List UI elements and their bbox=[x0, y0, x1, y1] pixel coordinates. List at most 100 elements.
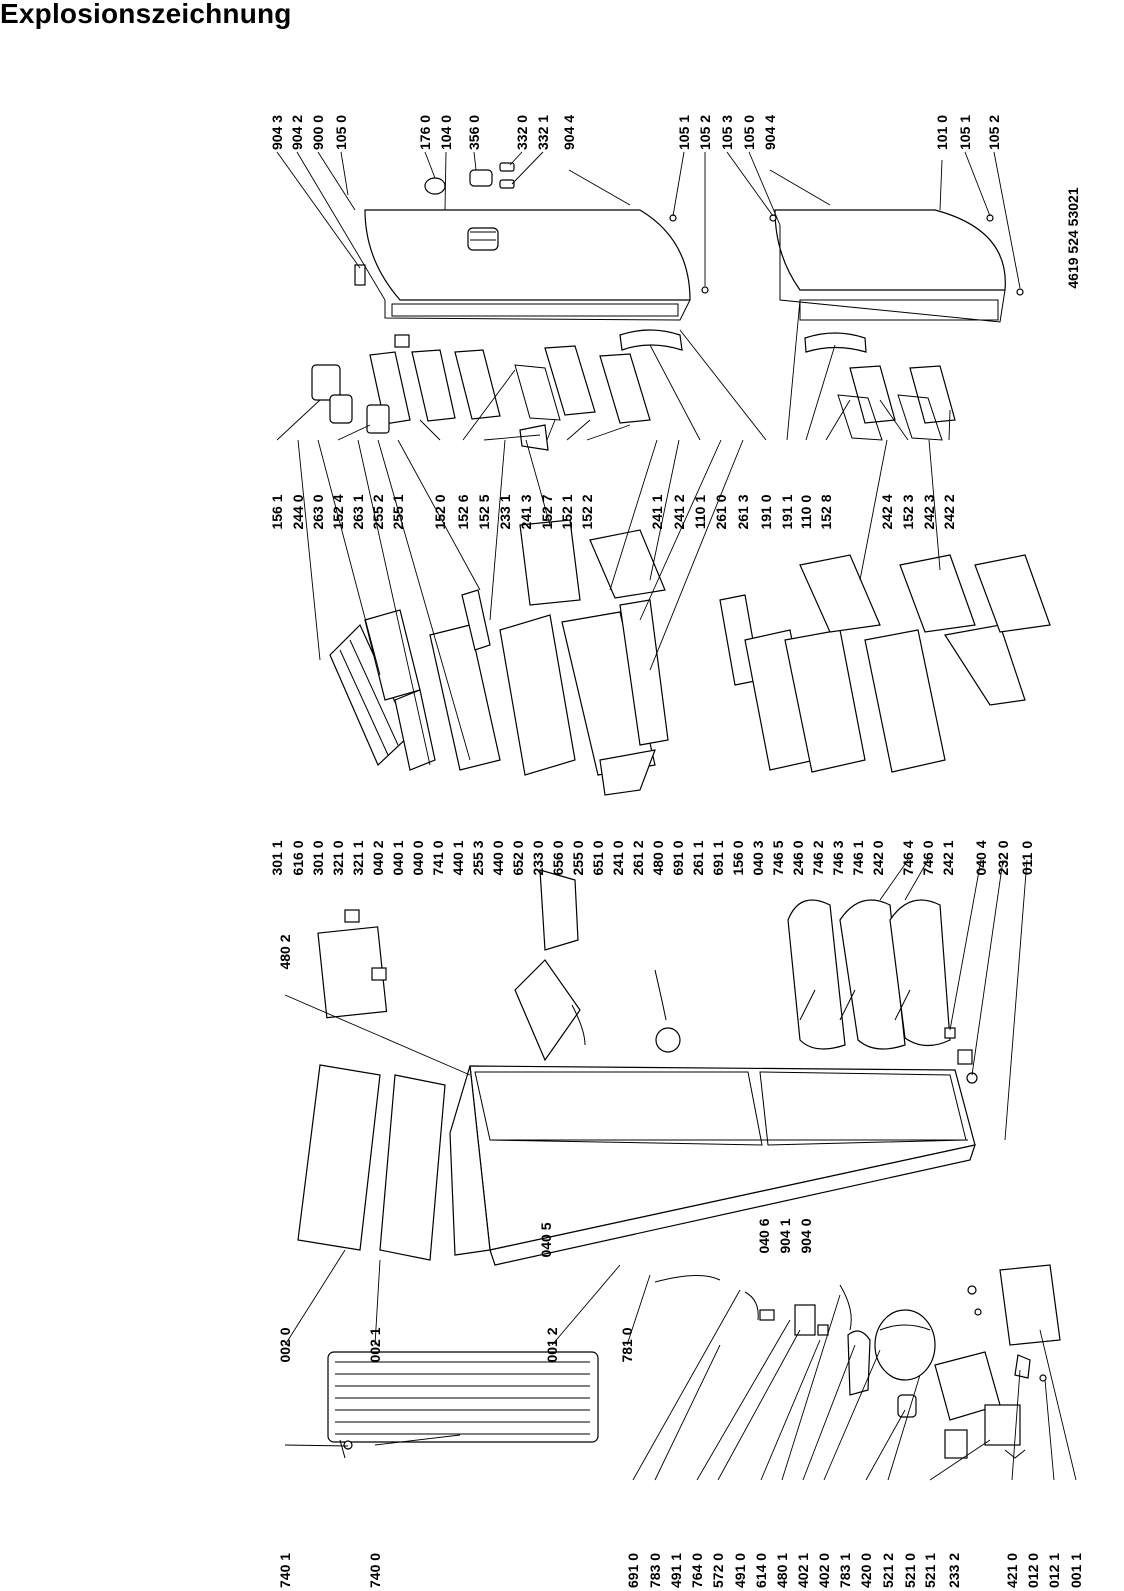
part-label: 110 0 bbox=[798, 495, 814, 529]
part-label: 402 1 bbox=[795, 1553, 811, 1588]
part-label: 255 0 bbox=[570, 840, 586, 875]
part-label: 156 1 bbox=[269, 494, 285, 529]
part-label: 656 0 bbox=[550, 840, 566, 875]
part-label: 242 0 bbox=[870, 840, 886, 875]
part-label: 040 2 bbox=[370, 840, 386, 875]
part-label: 261 1 bbox=[690, 840, 706, 875]
part-label: 491 0 bbox=[732, 1553, 748, 1588]
part-label: 152 8 bbox=[818, 494, 834, 529]
cabinet-top-covers bbox=[297, 1064, 446, 1261]
part-label: 242 3 bbox=[921, 494, 937, 529]
part-label: 904 2 bbox=[289, 115, 305, 150]
part-label: 741 0 bbox=[430, 840, 446, 875]
part-label: 420 0 bbox=[858, 1553, 874, 1588]
part-label: 040 0 bbox=[410, 840, 426, 875]
part-label: 152 6 bbox=[455, 494, 471, 529]
part-label: 904 0 bbox=[798, 1218, 814, 1253]
part-label: 105 1 bbox=[957, 115, 973, 150]
part-label: 241 1 bbox=[649, 494, 665, 529]
part-label: 001 2 bbox=[544, 1327, 560, 1362]
part-label: 904 4 bbox=[561, 115, 577, 150]
part-label: 263 0 bbox=[310, 494, 326, 529]
part-label: 904 4 bbox=[762, 115, 778, 150]
part-label: 246 0 bbox=[790, 840, 806, 875]
freezer-drawers bbox=[719, 554, 1051, 773]
part-label: 332 0 bbox=[514, 115, 530, 150]
part-label: 746 3 bbox=[830, 840, 846, 875]
part-label: 614 0 bbox=[753, 1553, 769, 1588]
part-label: 233 1 bbox=[497, 494, 513, 529]
part-label: 440 0 bbox=[490, 840, 506, 875]
part-label: 746 2 bbox=[810, 840, 826, 875]
part-label: 301 1 bbox=[269, 840, 285, 875]
part-label: 356 0 bbox=[466, 115, 482, 150]
part-label: 255 2 bbox=[370, 494, 386, 529]
part-label: 040 5 bbox=[538, 1222, 554, 1257]
part-label: 152 4 bbox=[330, 494, 346, 529]
condenser bbox=[327, 1351, 599, 1459]
fridge-shelves bbox=[329, 519, 669, 796]
evaporator-components bbox=[317, 869, 978, 1084]
part-label: 233 2 bbox=[946, 1553, 962, 1588]
part-label: 740 0 bbox=[367, 1553, 383, 1588]
part-label: 783 1 bbox=[837, 1553, 853, 1588]
part-label: 301 0 bbox=[310, 840, 326, 875]
part-label: 440 1 bbox=[450, 840, 466, 875]
part-label: 746 5 bbox=[770, 840, 786, 875]
part-label: 255 3 bbox=[470, 840, 486, 875]
part-label: 152 0 bbox=[432, 494, 448, 529]
door-bins bbox=[369, 329, 956, 451]
part-label: 781 0 bbox=[619, 1327, 635, 1362]
part-label: 040 6 bbox=[756, 1218, 772, 1253]
part-label: 040 4 bbox=[973, 840, 989, 875]
part-label: 152 1 bbox=[559, 494, 575, 529]
part-label: 156 0 bbox=[730, 840, 746, 875]
part-label: 740 1 bbox=[277, 1553, 293, 1588]
leader-lines bbox=[276, 151, 1077, 1481]
part-label: 491 1 bbox=[668, 1553, 684, 1588]
part-label: 691 0 bbox=[625, 1553, 641, 1588]
part-label: 152 3 bbox=[900, 494, 916, 529]
part-label: 616 0 bbox=[290, 840, 306, 875]
cabinet bbox=[449, 1065, 976, 1266]
part-label: 241 0 bbox=[610, 840, 626, 875]
part-label: 152 7 bbox=[539, 494, 555, 529]
part-label: 521 2 bbox=[880, 1553, 896, 1588]
part-label: 012 0 bbox=[1025, 1553, 1041, 1588]
part-label: 764 0 bbox=[689, 1553, 705, 1588]
part-label: 152 2 bbox=[579, 494, 595, 529]
part-label: 191 0 bbox=[758, 494, 774, 529]
part-label: 572 0 bbox=[710, 1553, 726, 1588]
part-label: 191 1 bbox=[779, 494, 795, 529]
part-label: 241 2 bbox=[671, 494, 687, 529]
part-label: 233 0 bbox=[530, 840, 546, 875]
part-label: 255 1 bbox=[390, 494, 406, 529]
part-label: 263 1 bbox=[350, 494, 366, 529]
freezer-door bbox=[774, 209, 1006, 323]
part-label: 104 0 bbox=[438, 115, 454, 150]
part-label: 242 1 bbox=[940, 840, 956, 875]
part-label: 110 1 bbox=[692, 495, 708, 529]
part-label: 012 1 bbox=[1046, 1553, 1062, 1588]
part-label: 105 0 bbox=[333, 115, 349, 150]
part-label: 040 3 bbox=[750, 840, 766, 875]
compressor-unit bbox=[654, 1264, 1061, 1459]
part-label: 900 0 bbox=[310, 115, 326, 150]
part-label: 480 1 bbox=[774, 1553, 790, 1588]
part-label: 105 2 bbox=[697, 115, 713, 150]
part-label: 261 3 bbox=[735, 494, 751, 529]
part-label: 105 1 bbox=[676, 115, 692, 150]
part-label: 105 2 bbox=[986, 115, 1002, 150]
part-label: 480 2 bbox=[277, 934, 293, 969]
part-label: 521 1 bbox=[922, 1553, 938, 1588]
part-label: 244 0 bbox=[290, 494, 306, 529]
part-label: 332 1 bbox=[535, 115, 551, 150]
part-label: 691 0 bbox=[670, 840, 686, 875]
fridge-door-main bbox=[364, 209, 691, 321]
part-label: 904 1 bbox=[777, 1218, 793, 1253]
part-label: 421 0 bbox=[1004, 1553, 1020, 1588]
part-label: 002 1 bbox=[367, 1327, 383, 1362]
part-label: 241 3 bbox=[518, 494, 534, 529]
part-label: 101 0 bbox=[934, 115, 950, 150]
